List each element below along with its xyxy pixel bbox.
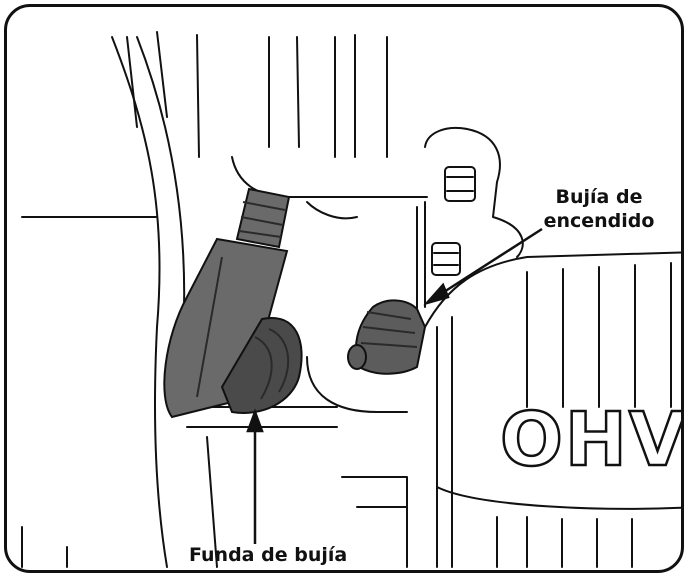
spark-plug-boot-label: Funda de bujía xyxy=(189,544,348,566)
ohv-engine-marking: OHV xyxy=(499,397,684,483)
spark-plug xyxy=(347,299,427,375)
spark-plug-label: Bujía de encendido xyxy=(539,185,659,233)
spark-plug-label-line-1: Bujía de xyxy=(555,186,643,208)
engine-illustration xyxy=(21,31,681,568)
spark-plug-boot xyxy=(163,187,303,419)
pointer-arrows xyxy=(246,227,543,544)
spark-plug-label-line-2: encendido xyxy=(543,210,655,232)
illustration-frame: OHV Bujía de encendido Funda de bujía xyxy=(4,4,684,573)
